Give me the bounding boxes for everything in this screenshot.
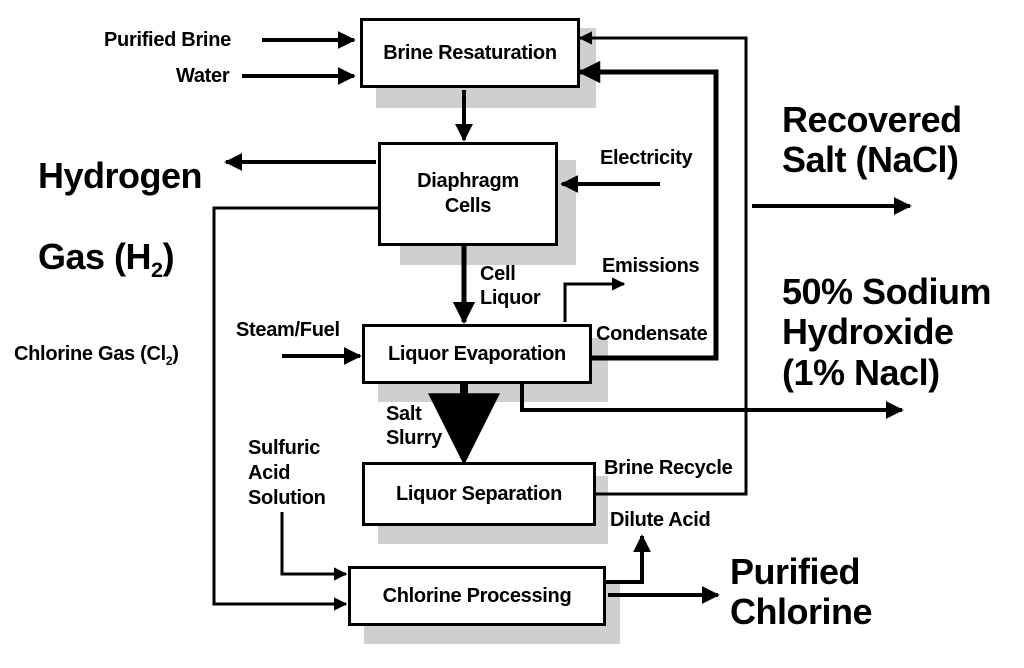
chlorine-gas-label: Chlorine Gas (Cl2): [14, 318, 179, 368]
steam-fuel-label: Steam/Fuel: [236, 319, 340, 341]
sulfuric-acid-label: Sulfuric Acid Solution: [248, 437, 326, 509]
purified-chlorine-output: Purified Chlorine: [730, 551, 873, 633]
chlorine-gas-subscript: 2: [165, 354, 173, 368]
liquor-evaporation-label: Liquor Evaporation: [388, 342, 566, 365]
diaphragm-cells-label: Diaphragm Cells: [417, 170, 519, 217]
sodium-hydroxide-arrow: [520, 382, 904, 419]
chlorine-gas-close: ): [172, 343, 179, 365]
recovered-salt-output: Recovered Salt (NaCl): [782, 99, 962, 181]
sulfuric-acid-arrow: [280, 512, 348, 581]
dilute-acid-label: Dilute Acid: [610, 509, 711, 531]
liquor-separation-label: Liquor Separation: [395, 482, 563, 505]
chlorine-gas-text: Chlorine Gas (Cl: [14, 343, 166, 365]
hydrogen-line-2: Gas (H2): [38, 235, 202, 283]
chlorine-gas-line: [212, 206, 378, 611]
hydrogen-close: ): [162, 235, 175, 277]
chlorine-processing-label: Chlorine Processing: [382, 584, 572, 607]
sodium-hydroxide-output: 50% Sodium Hydroxide (1% Nacl): [782, 271, 992, 393]
emissions-arrow: [563, 277, 626, 322]
brine-recycle-line: [578, 31, 748, 496]
hydrogen-subscript: 2: [151, 257, 163, 283]
water-label: Water: [176, 65, 230, 87]
condensate-recycle-line: [577, 60, 719, 361]
chlorine-processing-box: Chlorine Processing: [348, 566, 606, 626]
purified-brine-label: Purified Brine: [104, 29, 231, 51]
hydrogen-gas-text: Gas (H: [38, 235, 152, 277]
condensate-label: Condensate: [596, 323, 708, 345]
liquor-evaporation-box: Liquor Evaporation: [362, 324, 592, 384]
hydrogen-gas-output: Hydrogen Gas (H2): [38, 116, 203, 323]
brine-resaturation-label: Brine Resaturation: [383, 41, 557, 64]
emissions-label: Emissions: [602, 255, 700, 277]
electricity-label: Electricity: [600, 147, 693, 169]
dilute-acid-arrow: [606, 534, 651, 584]
liquor-separation-box: Liquor Separation: [362, 462, 596, 526]
salt-slurry-label: Salt Slurry: [386, 403, 443, 449]
brine-recycle-label: Brine Recycle: [604, 457, 733, 479]
diaphragm-cells-box: Diaphragm Cells: [378, 142, 558, 246]
brine-resaturation-box: Brine Resaturation: [360, 18, 580, 88]
hydrogen-line-1: Hydrogen: [38, 155, 203, 197]
cell-liquor-label: Cell Liquor: [480, 263, 541, 309]
